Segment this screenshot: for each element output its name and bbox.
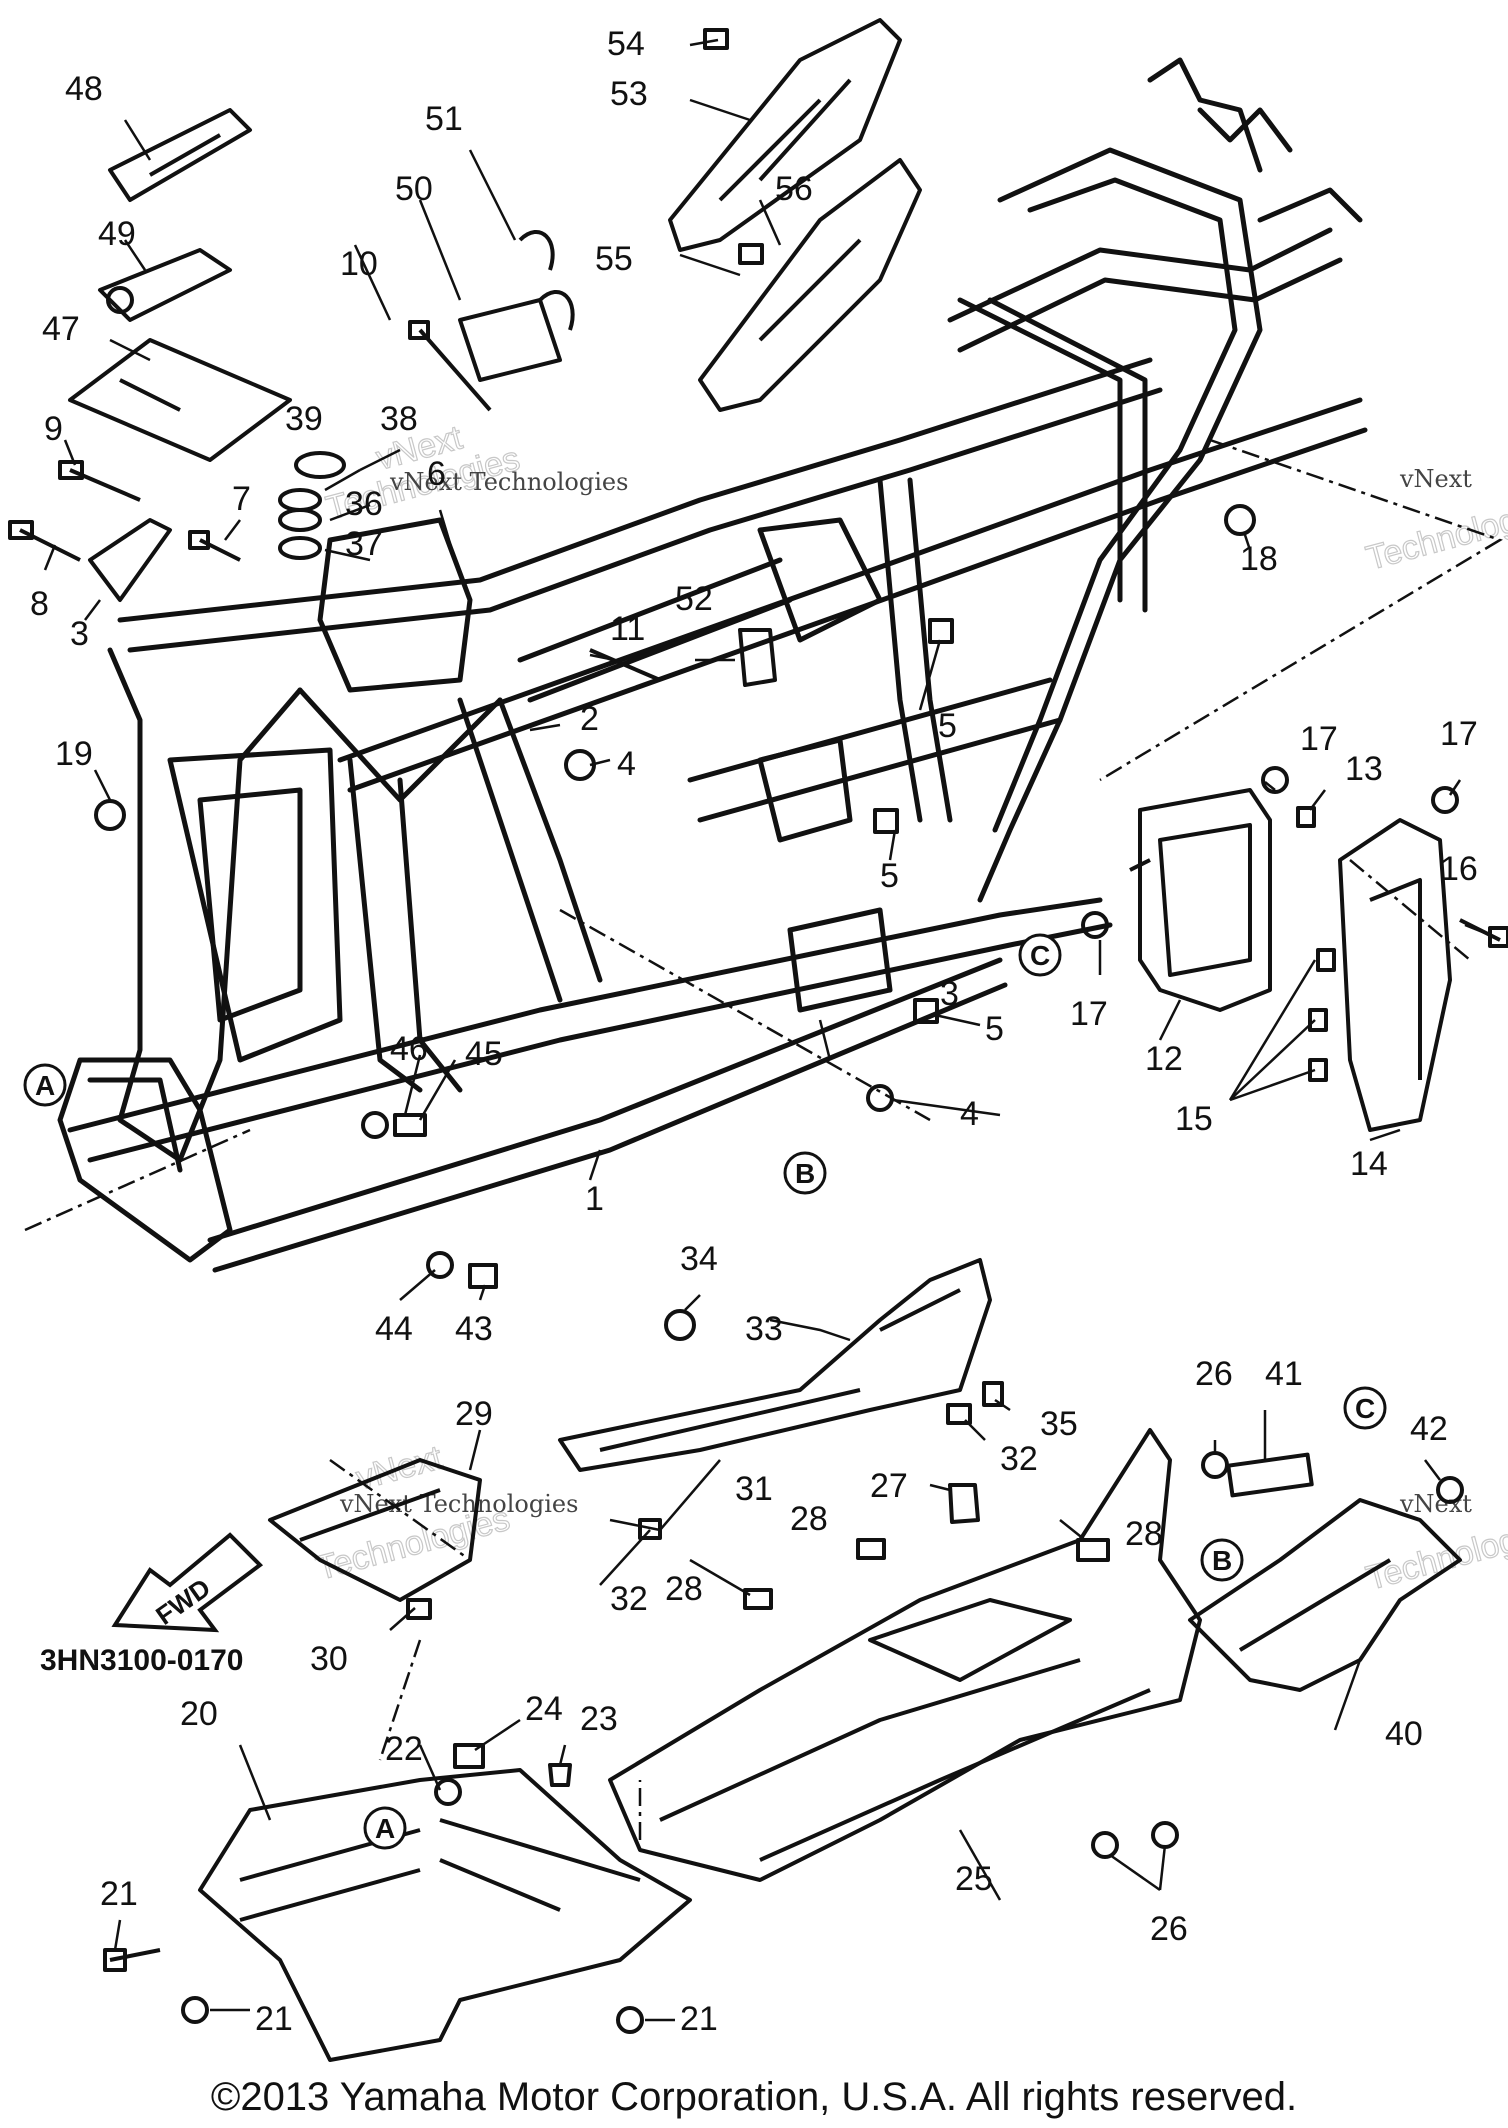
callout-21: 21 (255, 2000, 293, 2038)
callout-30: 30 (310, 1640, 348, 1678)
callout-23: 23 (580, 1700, 618, 1738)
rear-rack-parts (668, 18, 922, 412)
callout-45: 45 (465, 1035, 503, 1073)
callout-11: 11 (610, 610, 645, 648)
callout-24: 24 (525, 1690, 563, 1728)
callout-21: 21 (680, 2000, 718, 2038)
callout-46: 46 (390, 1030, 428, 1068)
callout-19: 19 (55, 735, 93, 773)
callout-40: 40 (1385, 1715, 1423, 1753)
callout-43: 43 (455, 1310, 493, 1348)
callout-38: 38 (380, 400, 418, 438)
callout-17: 17 (1440, 715, 1478, 753)
callout-13: 13 (1345, 750, 1383, 788)
svg-text:vNext: vNext (1399, 465, 1472, 493)
callout-51: 51 (425, 100, 463, 138)
ref-a-lower: A (375, 1813, 395, 1844)
callout-9: 9 (44, 410, 63, 448)
callout-1: 1 (585, 1180, 604, 1218)
callout-28: 28 (1125, 1515, 1163, 1553)
svg-text:Technologies: Technologies (1362, 1510, 1508, 1598)
front-guard (103, 1743, 692, 2062)
callout-55: 55 (595, 240, 633, 278)
callout-6: 6 (427, 455, 446, 493)
callout-21: 21 (100, 1875, 138, 1913)
callout-54: 54 (607, 25, 645, 63)
rear-guard (1188, 1452, 1464, 1692)
callout-32: 32 (1000, 1440, 1038, 1478)
ref-c-lower: C (1355, 1393, 1375, 1424)
callout-26: 26 (1150, 1910, 1188, 1948)
callout-16: 16 (1440, 850, 1478, 888)
battery-box (1081, 766, 1508, 1132)
ref-b-lower: B (1212, 1545, 1232, 1576)
callout-5: 5 (880, 857, 899, 895)
callout-20: 20 (180, 1695, 218, 1733)
hardware-parts (8, 108, 1256, 1289)
callout-3: 3 (70, 615, 89, 653)
part-number: 3HN3100-0170 (40, 1644, 243, 1677)
leader-lines (24, 38, 1503, 2022)
callout-35: 35 (1040, 1405, 1078, 1443)
ref-c-upper: C (1030, 940, 1050, 971)
callout-25: 25 (955, 1860, 993, 1898)
svg-text:Technologies: Technologies (1362, 490, 1508, 578)
callout-53: 53 (610, 75, 648, 113)
callout-4: 4 (960, 1095, 979, 1133)
ref-b-upper: B (795, 1158, 815, 1189)
callout-39: 39 (285, 400, 323, 438)
callout-3: 3 (940, 975, 959, 1013)
callout-42: 42 (1410, 1410, 1448, 1448)
callout-22: 22 (385, 1730, 423, 1768)
callout-41: 41 (1265, 1355, 1303, 1393)
callout-2: 2 (580, 700, 599, 738)
callout-14: 14 (1350, 1145, 1388, 1183)
callout-52: 52 (675, 580, 713, 618)
callout-28: 28 (665, 1570, 703, 1608)
callout-29: 29 (455, 1395, 493, 1433)
callout-44: 44 (375, 1310, 413, 1348)
callout-numbers: 1 2 3 3 4 4 5 5 5 6 7 8 9 10 11 12 13 14… (30, 25, 1478, 2038)
callout-4: 4 (617, 745, 636, 783)
callout-31: 31 (735, 1470, 773, 1508)
callout-18: 18 (1240, 540, 1278, 578)
ref-a-upper: A (35, 1070, 55, 1101)
callout-32: 32 (610, 1580, 648, 1618)
callout-56: 56 (775, 170, 813, 208)
callout-37: 37 (345, 525, 383, 563)
callout-28: 28 (790, 1500, 828, 1538)
callout-34: 34 (680, 1240, 718, 1278)
callout-47: 47 (42, 310, 80, 348)
callout-26: 26 (1195, 1355, 1233, 1393)
callout-10: 10 (340, 245, 378, 283)
callout-33: 33 (745, 1310, 783, 1348)
callout-27: 27 (870, 1467, 908, 1505)
copyright-notice: ©2013 Yamaha Motor Corporation, U.S.A. A… (210, 2075, 1298, 2119)
callout-49: 49 (98, 215, 136, 253)
under-guard (608, 1428, 1229, 1882)
svg-text:vNext Technologies: vNext Technologies (389, 468, 628, 496)
fwd-arrow: FWD (111, 1532, 264, 1633)
callout-17: 17 (1300, 720, 1338, 758)
callout-50: 50 (395, 170, 433, 208)
callout-17: 17 (1070, 995, 1108, 1033)
callout-8: 8 (30, 585, 49, 623)
callout-12: 12 (1145, 1040, 1183, 1078)
callout-36: 36 (345, 485, 383, 523)
callout-15: 15 (1175, 1100, 1213, 1138)
callout-5: 5 (985, 1010, 1004, 1048)
callout-7: 7 (232, 480, 251, 518)
main-frame (57, 57, 1368, 1273)
reference-markers: A A B B C C (23, 933, 1387, 1850)
callout-48: 48 (65, 70, 103, 108)
callout-5: 5 (938, 707, 957, 745)
